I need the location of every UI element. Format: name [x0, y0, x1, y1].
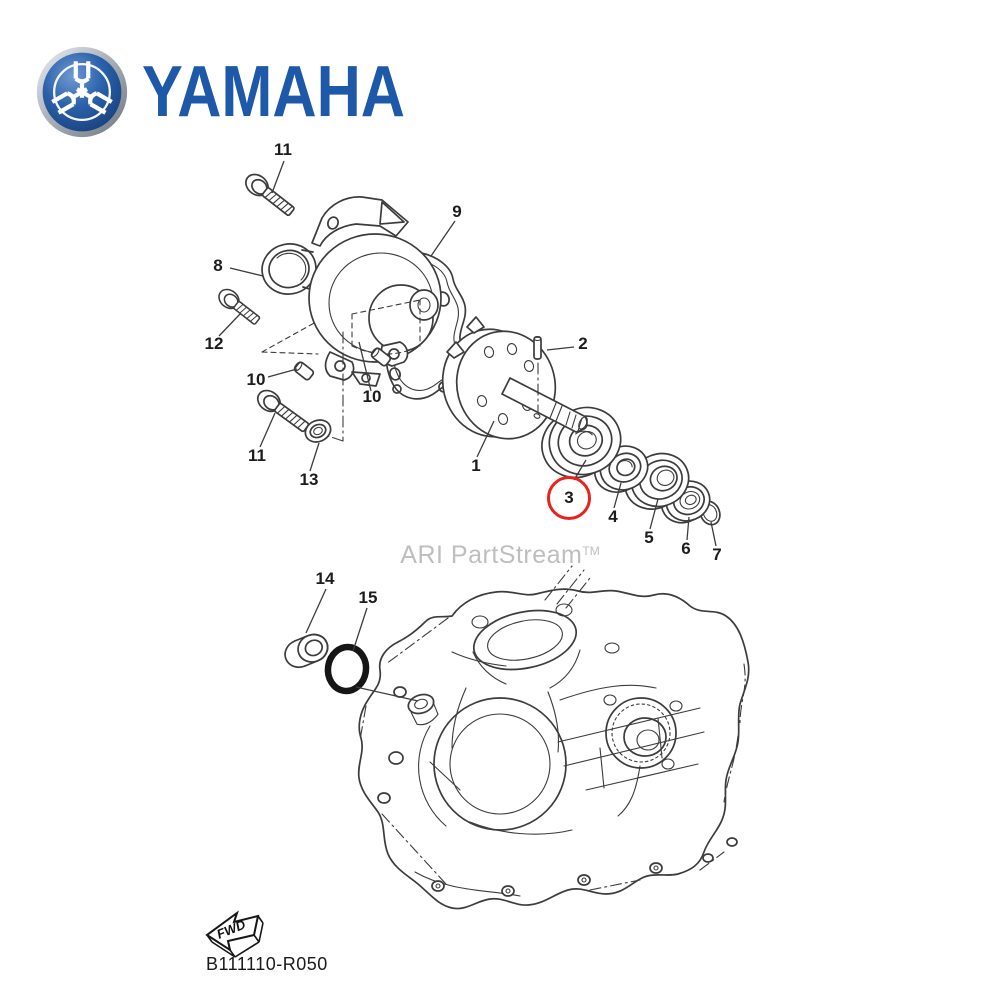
part-callout-11: 11	[248, 446, 266, 465]
brand-wordmark: YAMAHA	[142, 52, 405, 132]
part-callout-10: 10	[362, 387, 382, 406]
part-dowel-pin-10-right	[370, 347, 392, 367]
part-callout-5: 5	[644, 528, 654, 547]
part-callout-7: 7	[712, 545, 722, 564]
crankcase-assembly	[357, 565, 750, 910]
part-callout-8: 8	[213, 256, 223, 275]
highlight-circle	[547, 476, 591, 520]
part-callout-15: 15	[358, 588, 378, 607]
part-pump-cover-8	[261, 196, 442, 442]
part-callout-14: 14	[315, 569, 335, 588]
part-bearing-3	[541, 406, 622, 479]
part-pin-2	[533, 335, 542, 413]
watermark-tm: TM	[582, 544, 600, 558]
part-impeller-shaft-1	[441, 316, 588, 440]
part-callout-12: 12	[204, 334, 224, 353]
watermark-text: ARI PartStream	[400, 541, 583, 569]
part-callout-1: 1	[471, 456, 481, 475]
part-bolt-12	[218, 288, 261, 325]
part-collar-14	[284, 633, 329, 669]
drawing-code: B111110-R050	[206, 954, 328, 974]
fwd-arrow-icon: FWD	[205, 910, 264, 958]
part-washer-13	[304, 419, 332, 443]
part-bolt-11-top	[245, 173, 295, 217]
part-callout-11: 11	[274, 140, 292, 159]
part-callout-3: 3	[564, 488, 574, 507]
part-callout-10: 10	[246, 370, 266, 389]
part-callout-13: 13	[299, 470, 319, 489]
part-o-ring-15	[324, 643, 370, 695]
part-dowel-pin-10-left	[293, 361, 315, 381]
brand-header: YAMAHA	[34, 44, 451, 140]
part-callout-9: 9	[452, 202, 462, 221]
part-callout-6: 6	[681, 539, 691, 558]
part-bolt-11-lower	[256, 389, 310, 433]
watermark: ARI PartStreamTM	[380, 541, 620, 570]
callout-leader-lines	[218, 160, 717, 702]
yamaha-tuning-fork-icon	[36, 46, 128, 138]
part-callout-4: 4	[608, 507, 618, 526]
part-callout-2: 2	[578, 334, 588, 353]
